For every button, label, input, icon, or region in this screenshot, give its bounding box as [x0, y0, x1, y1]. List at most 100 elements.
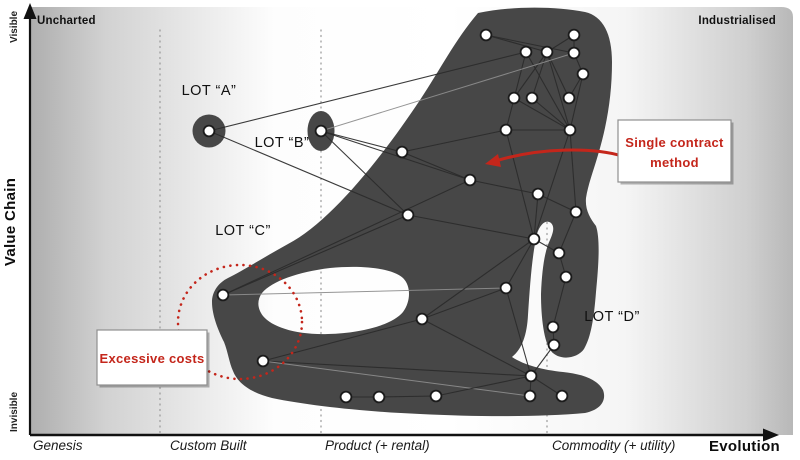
map-edge: [533, 193, 539, 240]
map-edge: [505, 129, 535, 240]
map-edge: [320, 52, 575, 132]
map-node: [479, 28, 493, 42]
map-edge: [485, 34, 575, 54]
y-axis-visible-label: Visible: [9, 11, 20, 43]
map-edge: [569, 73, 584, 131]
y-axis-title: Value Chain: [2, 178, 19, 266]
map-node: [429, 389, 443, 403]
map-node: [415, 312, 429, 326]
map-node: [576, 67, 590, 81]
map-edge: [485, 34, 548, 53]
x-axis-arrowhead-icon: [763, 428, 779, 442]
map-edge: [262, 360, 532, 377]
box-frame: [617, 119, 732, 183]
map-edge: [513, 51, 548, 99]
excessive-costs-circle: [176, 263, 304, 381]
map-edge: [546, 51, 570, 99]
map-node: [524, 369, 538, 383]
map-node: [531, 187, 545, 201]
map-node: [401, 208, 415, 222]
stage-custom-built-label: Custom Built: [170, 438, 248, 453]
map-edge: [533, 129, 571, 240]
map-edge: [505, 238, 535, 289]
excessive-costs-annotation-box: Excessive costs: [96, 329, 210, 388]
single-contract-text-line2: method: [650, 155, 699, 170]
x-axis-title: Evolution: [709, 438, 780, 455]
box-frame: [96, 329, 208, 386]
industrialised-label: Industrialised: [698, 15, 776, 27]
map-edge: [421, 287, 507, 320]
map-edge: [558, 211, 577, 254]
map-node: [314, 124, 328, 138]
y-axis-invisible-label: Invisible: [9, 392, 20, 432]
map-edge: [435, 375, 532, 397]
map-node: [507, 91, 521, 105]
map-edge: [401, 151, 471, 181]
map-edge: [421, 238, 535, 320]
map-edge: [505, 287, 532, 377]
map-edge: [378, 395, 437, 398]
map-edge: [530, 344, 555, 377]
map-node: [569, 205, 583, 219]
map-node: [523, 389, 537, 403]
map-edge: [222, 287, 507, 296]
excessive-costs-text: Excessive costs: [100, 351, 205, 366]
map-edge: [421, 318, 532, 377]
y-axis-arrowhead-icon: [23, 3, 37, 19]
map-edge: [208, 130, 409, 216]
map-edge: [262, 360, 531, 397]
annotation-arrow: [497, 148, 624, 162]
map-edge: [552, 276, 567, 328]
lot-label: LOT “D”: [584, 309, 640, 325]
lot-label: LOT “C”: [215, 223, 271, 239]
map-edge: [407, 214, 535, 240]
map-node: [567, 28, 581, 42]
map-edge: [513, 97, 571, 131]
map-edge: [505, 51, 527, 131]
map-node: [540, 45, 554, 59]
map-node: [546, 320, 560, 334]
map-node: [555, 389, 569, 403]
map-edge: [546, 51, 571, 131]
map-edge: [320, 130, 403, 153]
map-edge: [320, 130, 409, 216]
map-edge: [537, 193, 577, 213]
map-node: [559, 270, 573, 284]
lot-label: LOT “A”: [182, 83, 237, 99]
map-edge: [569, 129, 577, 213]
map-node: [527, 232, 541, 246]
single-contract-annotation-box: Single contract method: [617, 119, 734, 185]
map-edge: [531, 51, 548, 99]
map-edge: [531, 97, 571, 131]
map-edge: [469, 179, 539, 195]
map-node: [256, 354, 270, 368]
map-node: [216, 288, 230, 302]
map-edge: [262, 318, 423, 362]
lot-label: LOT “B”: [255, 135, 310, 151]
map-node: [519, 45, 533, 59]
stage-product-label: Product (+ rental): [325, 438, 430, 453]
map-node: [499, 281, 513, 295]
map-node: [525, 91, 539, 105]
map-node: [562, 91, 576, 105]
map-node: [372, 390, 386, 404]
map-edge: [208, 51, 527, 132]
stage-genesis-label: Genesis: [33, 438, 83, 453]
map-node: [563, 123, 577, 137]
single-contract-text-line1: Single contract: [625, 135, 724, 150]
map-edge: [320, 130, 471, 181]
uncharted-label: Uncharted: [37, 15, 96, 27]
map-edge: [222, 179, 471, 296]
map-node: [567, 46, 581, 60]
annotation-arrowhead-icon: [485, 154, 501, 167]
map-node: [463, 173, 477, 187]
map-edge: [401, 129, 507, 153]
map-edge: [222, 214, 409, 296]
map-node: [339, 390, 353, 404]
map-edge: [525, 51, 571, 131]
map-node: [552, 246, 566, 260]
map-node: [547, 338, 561, 352]
stage-commodity-label: Commodity (+ utility): [552, 438, 675, 453]
